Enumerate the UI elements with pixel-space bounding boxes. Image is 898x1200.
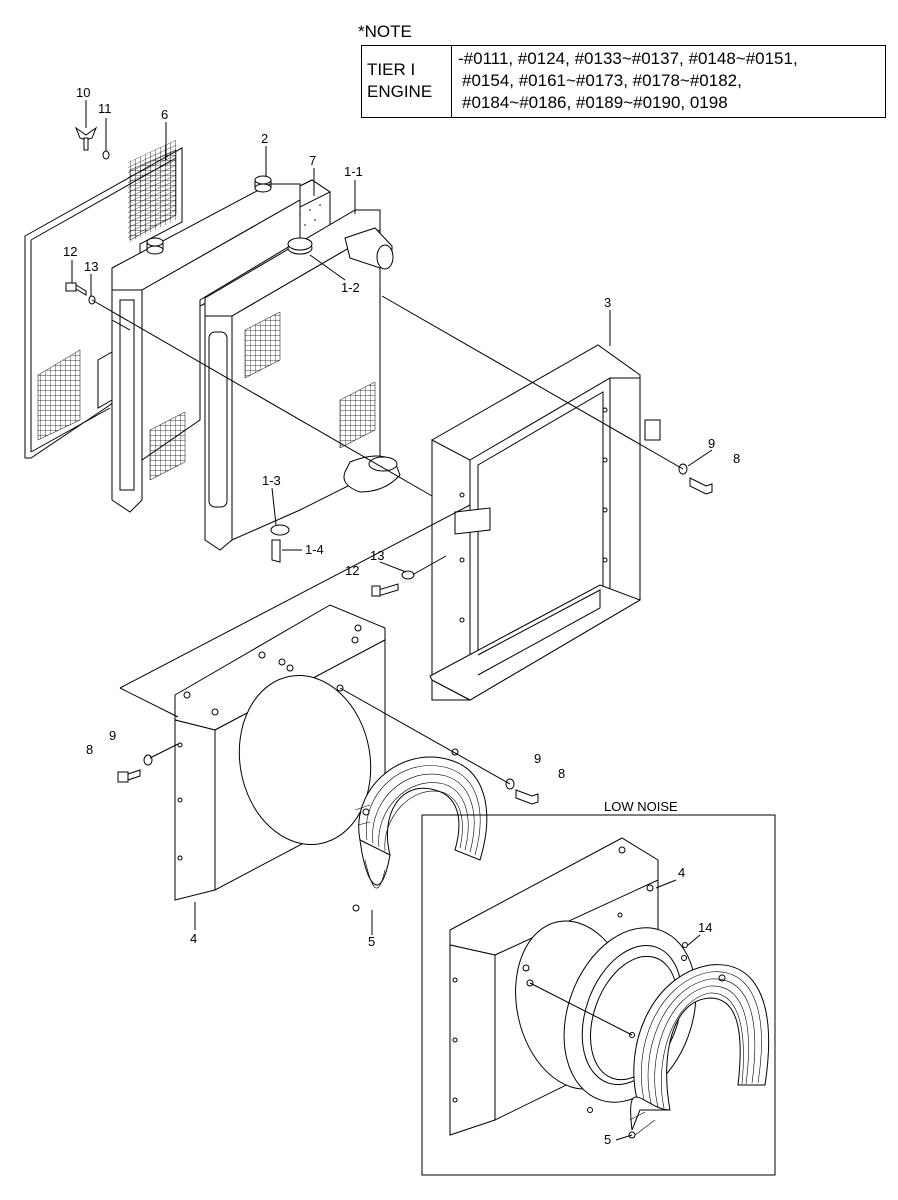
callout-9b: 9 bbox=[109, 728, 116, 743]
callout-8a: 8 bbox=[733, 451, 740, 466]
callout-13b: 13 bbox=[370, 548, 384, 563]
low-noise-fan-guard bbox=[628, 964, 770, 1139]
radiator-frame bbox=[429, 344, 661, 701]
callout-5a: 5 bbox=[368, 934, 375, 949]
callout-6: 6 bbox=[161, 107, 168, 122]
fan-shroud bbox=[174, 604, 386, 901]
oil-cooler bbox=[97, 175, 301, 513]
callout-7: 7 bbox=[309, 153, 316, 168]
serial-line-1: -#0111, #0124, #0133~#0137, #0148~#0151, bbox=[458, 49, 798, 68]
callout-14: 14 bbox=[698, 920, 712, 935]
bolt-8c bbox=[515, 789, 539, 805]
callout-1-2: 1-2 bbox=[341, 280, 360, 295]
engine-label-cell: TIER I ENGINE bbox=[362, 46, 452, 117]
screen-panel bbox=[24, 139, 183, 459]
callout-4b: 4 bbox=[678, 865, 685, 880]
serial-line-3: #0184~#0186, #0189~#0190, 0198 bbox=[462, 93, 728, 112]
callout-9c: 9 bbox=[534, 751, 541, 766]
note-title: *NOTE bbox=[358, 22, 412, 41]
leader-lines bbox=[71, 100, 713, 1141]
washer-13b bbox=[401, 570, 415, 580]
callout-9a: 9 bbox=[708, 436, 715, 451]
wing-bolt bbox=[74, 126, 98, 151]
callout-3: 3 bbox=[604, 295, 611, 310]
serial-range-cell: -#0111, #0124, #0133~#0137, #0148~#0151,… bbox=[452, 46, 885, 117]
low-noise-label: LOW NOISE bbox=[604, 799, 678, 814]
callout-8b: 8 bbox=[86, 742, 93, 757]
callout-5b: 5 bbox=[604, 1132, 611, 1147]
callout-13a: 13 bbox=[84, 259, 98, 274]
callout-12a: 12 bbox=[63, 244, 77, 259]
washer-11 bbox=[102, 150, 110, 160]
note-table: TIER I ENGINE -#0111, #0124, #0133~#0137… bbox=[361, 45, 886, 118]
fan-guard bbox=[352, 748, 488, 912]
callouts: 10 11 6 2 7 1-1 12 13 1-2 3 9 8 1-3 1-4 … bbox=[63, 85, 740, 1147]
engine-label-line2: ENGINE bbox=[367, 82, 433, 101]
bolt-12a bbox=[65, 282, 87, 296]
callout-1-1: 1-1 bbox=[344, 164, 363, 179]
callout-8c: 8 bbox=[558, 766, 565, 781]
callout-2: 2 bbox=[261, 131, 268, 146]
callout-12b: 12 bbox=[345, 563, 359, 578]
callout-11: 11 bbox=[98, 101, 112, 116]
radiator bbox=[204, 209, 401, 563]
callout-4a: 4 bbox=[190, 931, 197, 946]
engine-label-line1: TIER I bbox=[367, 60, 416, 79]
callout-1-4: 1-4 bbox=[305, 542, 324, 557]
bolt-8a bbox=[689, 477, 713, 495]
low-noise-box bbox=[421, 814, 776, 1176]
serial-line-2: #0154, #0161~#0173, #0178~#0182, bbox=[462, 71, 742, 90]
callout-10: 10 bbox=[76, 85, 90, 100]
bolt-12b bbox=[371, 583, 399, 597]
washer-9b bbox=[143, 754, 153, 766]
bolt-8b bbox=[117, 769, 141, 783]
callout-1-3: 1-3 bbox=[262, 473, 281, 488]
